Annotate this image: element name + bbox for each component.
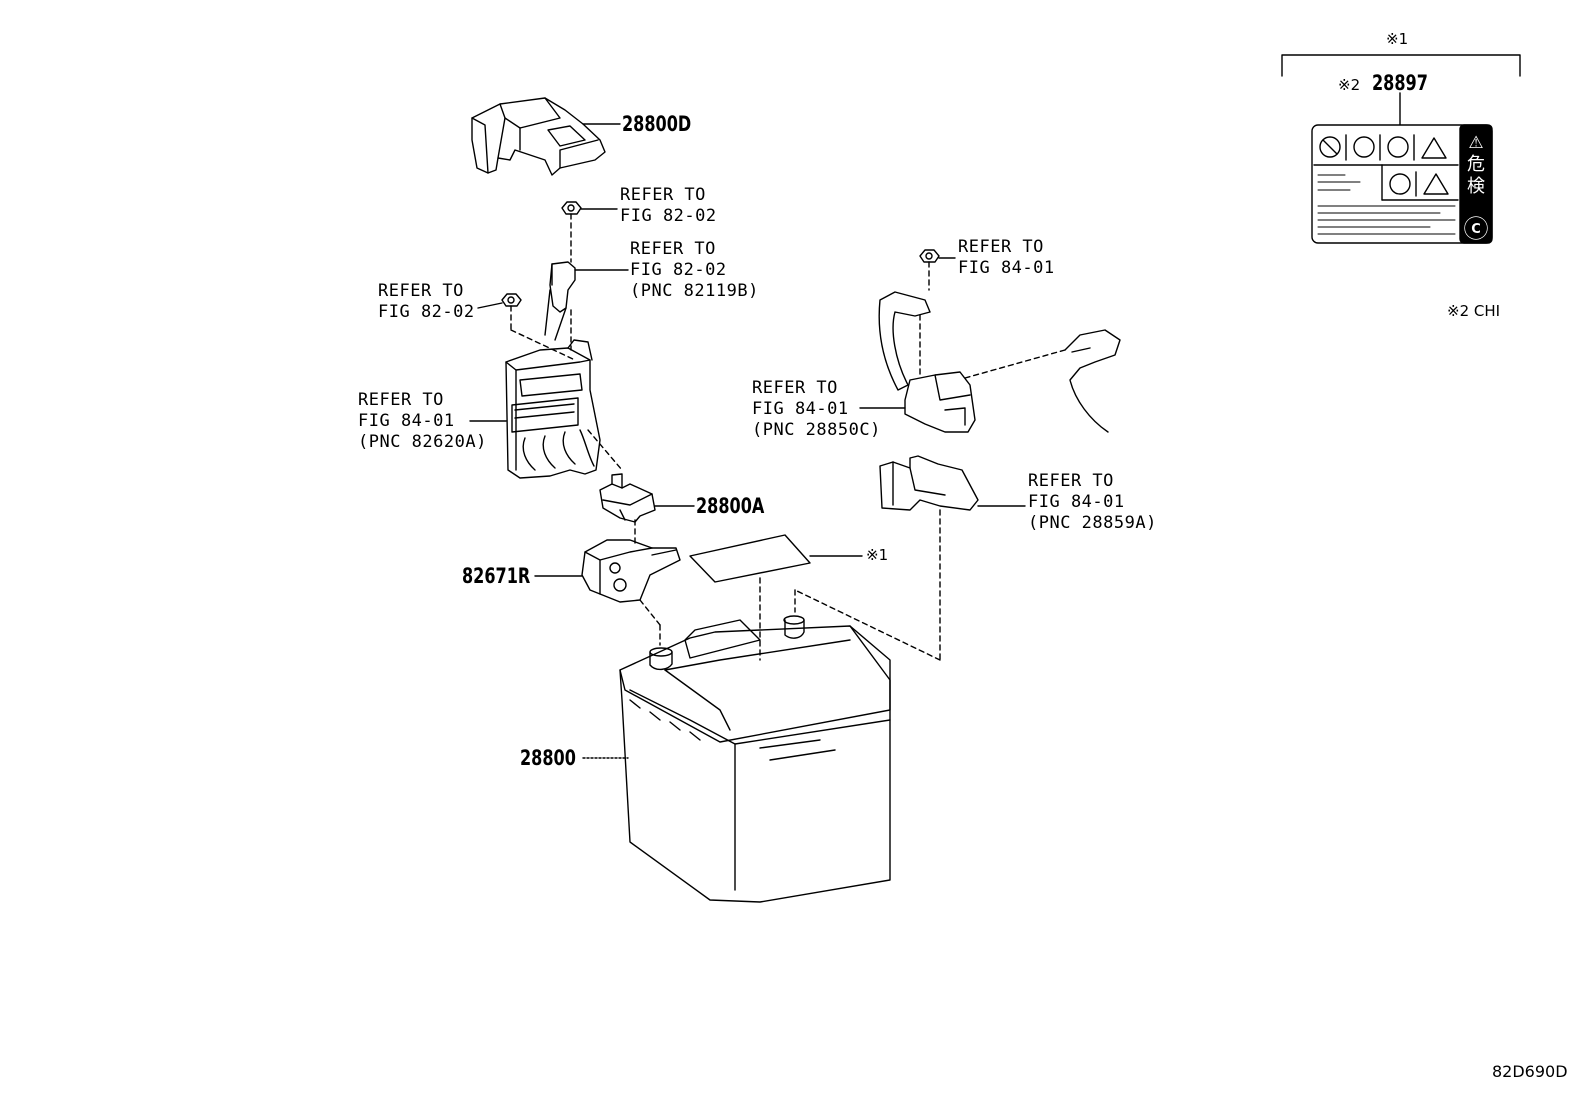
note-mark-1-sheet: ※1 [866, 546, 889, 564]
part-number-82671R: 82671R [462, 564, 531, 588]
ref-line: FIG 84-01 [752, 399, 849, 419]
ref-line: (PNC 28850C) [752, 420, 881, 440]
ref-line: REFER TO [630, 239, 716, 259]
warn-glyph: ⚠ [1468, 133, 1483, 153]
note-mark-1-top: ※1 [1386, 30, 1409, 48]
kanji-danger: 危 [1467, 154, 1485, 175]
clamp-82119B [544, 261, 629, 341]
figure-code: 82D690D [1492, 1062, 1568, 1081]
nut-top [561, 201, 618, 215]
bracket-28859A [879, 455, 1026, 511]
ref-line: REFER TO [378, 281, 464, 301]
ref-line: FIG 84-01 [358, 411, 455, 431]
label-text-lines [1317, 174, 1456, 235]
note-mark-2-chi: ※2 CHI [1447, 302, 1501, 320]
ref-line: REFER TO [752, 378, 838, 398]
battery-28800 [582, 615, 891, 903]
assembly-lines [510, 213, 1066, 661]
cover-82671R [534, 539, 681, 603]
ref-line: (PNC 82620A) [358, 432, 487, 452]
ref-line: FIG 84-01 [1028, 492, 1125, 512]
kanji-check: 検 [1467, 176, 1485, 197]
ref-line: REFER TO [958, 237, 1044, 257]
ref-label-e: REFER TO FIG 84-01 [958, 237, 1055, 279]
ref-line: (PNC 82119B) [630, 281, 759, 301]
ref-label-a: REFER TO FIG 82-02 [620, 185, 717, 227]
ref-label-c: REFER TO FIG 82-02 [378, 281, 475, 323]
terminal-28800A [599, 473, 695, 523]
circle-c-mark: C [1471, 222, 1481, 237]
part-number-28800A: 28800A [696, 494, 765, 518]
ref-line: FIG 82-02 [378, 302, 475, 322]
warning-label-28897 [1311, 124, 1493, 244]
note-bracket [1281, 54, 1521, 126]
ref-line: (PNC 28859A) [1028, 513, 1157, 533]
part-number-28800: 28800 [520, 746, 576, 770]
note-mark-2-prefix: ※2 [1338, 76, 1361, 94]
ref-line: REFER TO [1028, 471, 1114, 491]
part-number-28800D: 28800D [622, 112, 692, 136]
ref-line: REFER TO [358, 390, 444, 410]
part-number-28897: 28897 [1372, 71, 1428, 95]
fuse-block-82620A [469, 339, 601, 479]
nut-left [477, 293, 522, 309]
ref-line: REFER TO [620, 185, 706, 205]
ref-label-g: REFER TO FIG 84-01 (PNC 28859A) [1028, 471, 1157, 534]
label-sheet [689, 534, 863, 583]
ref-line: FIG 82-02 [630, 260, 727, 280]
ref-line: FIG 82-02 [620, 206, 717, 226]
terminal-cover-28800D [471, 97, 606, 176]
cable-28850C [859, 249, 1121, 433]
ref-line: FIG 84-01 [958, 258, 1055, 278]
ref-label-f: REFER TO FIG 84-01 (PNC 28850C) [752, 378, 881, 441]
ref-label-b: REFER TO FIG 82-02 (PNC 82119B) [630, 239, 759, 302]
ref-label-d: REFER TO FIG 84-01 (PNC 82620A) [358, 390, 487, 453]
